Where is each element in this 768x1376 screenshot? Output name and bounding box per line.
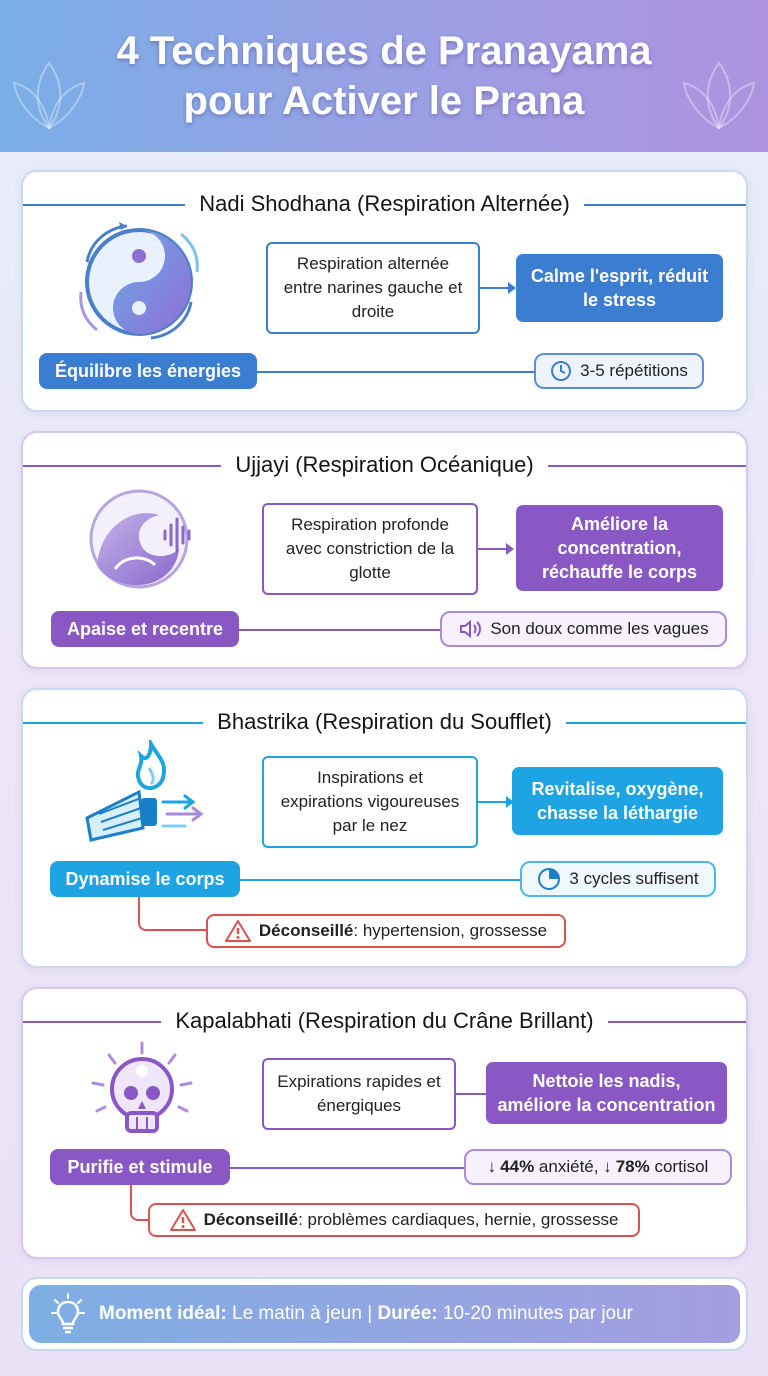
- warning-connector: [138, 897, 208, 931]
- arrow-down-icon: ↓: [603, 1157, 612, 1176]
- warning-icon: [224, 920, 251, 942]
- pill-value: 44%: [500, 1157, 535, 1176]
- technique-benefit: Nettoie les nadis, améliore la concentra…: [486, 1062, 727, 1124]
- pill-value: 78%: [615, 1157, 650, 1176]
- technique-benefit: Améliore la concentration, réchauffe le …: [516, 505, 723, 591]
- technique-tag: Dynamise le corps: [50, 861, 240, 897]
- arrow-right-icon: [478, 543, 514, 555]
- header-banner: 4 Techniques de Pranayama pour Activer l…: [0, 0, 768, 152]
- clock-icon: [551, 361, 572, 381]
- technique-card-kapalabhati: Kapalabhati (Respiration du Crâne Brilla…: [21, 987, 748, 1259]
- footer-banner: Moment idéal: Le matin à jeun | Durée: 1…: [29, 1285, 740, 1343]
- technique-title: Kapalabhati (Respiration du Crâne Brilla…: [161, 1007, 608, 1035]
- technique-benefit: Revitalise, oxygène, chasse la léthargie: [512, 767, 723, 835]
- warning-connector: [130, 1185, 152, 1221]
- yin-yang-icon: [79, 222, 199, 340]
- technique-detail-pill: ↓ 44% anxiété, ↓ 78% cortisol: [464, 1149, 732, 1185]
- technique-tag: Équilibre les énergies: [39, 353, 257, 389]
- arrow-down-icon: ↓: [487, 1157, 497, 1176]
- timer-icon: [538, 868, 561, 890]
- warning-text: Déconseillé: problèmes cardiaques, herni…: [203, 1210, 619, 1229]
- wave-icon: [89, 489, 191, 589]
- glowing-skull-icon: [91, 1041, 193, 1133]
- technique-card-bhastrika: Bhastrika (Respiration du Soufflet) Insp…: [21, 688, 748, 968]
- warning-badge: Déconseillé: problèmes cardiaques, herni…: [148, 1203, 640, 1237]
- technique-detail-pill: 3 cycles suffisent: [520, 861, 716, 897]
- technique-title: Ujjayi (Respiration Océanique): [221, 451, 548, 479]
- technique-card-ujjayi: Ujjayi (Respiration Océanique) Respirati…: [21, 431, 748, 669]
- arrow-right-icon: [480, 282, 516, 294]
- technique-detail-pill: 3-5 répétitions: [534, 353, 704, 389]
- connector-line: [223, 1167, 468, 1169]
- connector-line: [253, 371, 538, 373]
- technique-tag: Purifie et stimule: [50, 1149, 230, 1185]
- speaker-icon: [460, 619, 482, 639]
- technique-description: Respiration profonde avec constriction d…: [262, 503, 478, 595]
- lightbulb-icon: [51, 1293, 85, 1334]
- connector-line: [233, 879, 523, 881]
- pill-label: cortisol: [649, 1157, 709, 1176]
- technique-card-nadi-shodhana: Nadi Shodhana (Respiration Alternée) Res…: [21, 170, 748, 412]
- connector-line: [233, 629, 448, 631]
- warning-text: Déconseillé: hypertension, grossesse: [258, 921, 548, 940]
- warning-badge: Déconseillé: hypertension, grossesse: [206, 914, 566, 948]
- footer-tip: Moment idéal: Le matin à jeun | Durée: 1…: [21, 1277, 748, 1351]
- page-title: 4 Techniques de Pranayama pour Activer l…: [116, 29, 652, 123]
- bellows-fire-icon: [85, 740, 204, 842]
- lotus-icon: [12, 61, 86, 130]
- pill-label: anxiété,: [534, 1157, 604, 1176]
- technique-benefit: Calme l'esprit, réduit le stress: [516, 254, 723, 322]
- technique-description: Respiration alternée entre narines gauch…: [266, 242, 480, 334]
- technique-title: Nadi Shodhana (Respiration Alternée): [185, 190, 584, 218]
- pill-label: Son doux comme les vagues: [490, 619, 709, 638]
- footer-text: Moment idéal: Le matin à jeun | Durée: 1…: [99, 1303, 634, 1324]
- warning-icon: [169, 1209, 196, 1231]
- technique-description: Inspirations et expirations vigoureuses …: [262, 756, 478, 848]
- technique-tag: Apaise et recentre: [51, 611, 239, 647]
- lotus-icon: [682, 61, 756, 130]
- technique-detail-pill: Son doux comme les vagues: [440, 611, 727, 647]
- technique-description: Expirations rapides et énergiques: [262, 1058, 456, 1130]
- pill-label: 3-5 répétitions: [580, 361, 688, 380]
- technique-title: Bhastrika (Respiration du Soufflet): [203, 708, 566, 736]
- arrow-right-icon: [478, 796, 514, 808]
- pill-label: 3 cycles suffisent: [569, 869, 699, 888]
